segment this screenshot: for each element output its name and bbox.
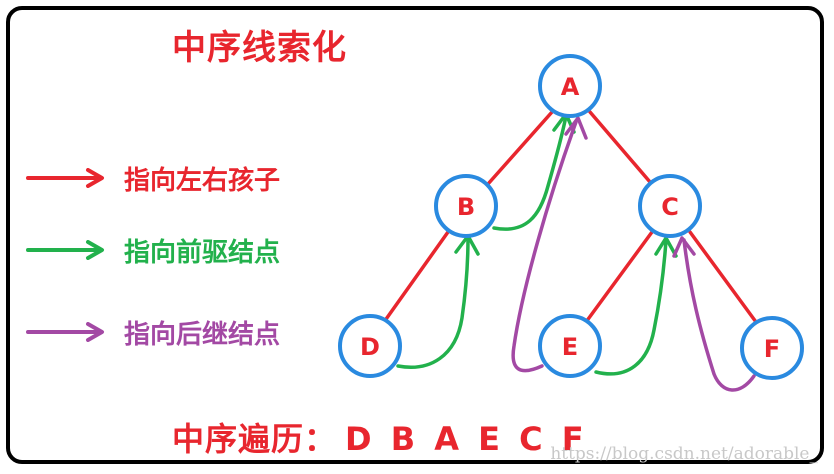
node-d: D [338,314,402,378]
node-b-circle [434,174,498,238]
thread-d-to-b [396,236,470,369]
legend-label-predecessor: 指向前驱结点 [124,237,281,268]
node-f-circle [740,316,804,380]
traversal-result: 中序遍历：D B A E C F [172,414,585,460]
legend-label-child: 指向左右孩子 [124,165,281,196]
arrowhead-e-to-a [564,116,588,140]
legend-item-successor: 指向后继结点 [26,312,280,352]
node-a: A [538,54,602,118]
child-edges [382,110,758,324]
node-d-circle [338,314,402,378]
thread-e-to-a [511,120,578,373]
diagram-title: 中序线索化 [172,28,347,68]
legend-item-predecessor: 指向前驱结点 [26,230,280,270]
thread-f-to-c [682,238,756,392]
node-f-label: F [764,335,780,363]
node-e: E [538,314,602,378]
green-arrow-icon [26,240,104,260]
node-b: B [434,174,498,238]
traversal-sequence: D B A E C F [345,420,585,458]
watermark: https://blog.csdn.net/adorable_ [550,444,818,464]
node-a-circle [538,54,602,118]
node-e-circle [538,314,602,378]
node-c-label: C [661,193,679,221]
thread-e-to-c [594,238,668,376]
legend-item-child: 指向左右孩子 [26,158,280,198]
red-arrow-icon [26,168,104,188]
node-e-label: E [562,333,578,361]
node-f: F [740,316,804,380]
node-a-label: A [561,73,580,101]
node-b-label: B [457,193,475,221]
node-c: C [638,174,702,238]
arrowhead-f-to-c [672,236,696,258]
node-d-label: D [360,333,380,361]
node-c-circle [638,174,702,238]
edge-c-e [584,230,654,324]
thread-b-to-a [492,114,568,231]
edge-c-f [688,230,758,324]
edge-a-c [588,110,652,184]
traversal-label: 中序遍历： [172,420,338,458]
diagram-frame [6,6,824,464]
edge-b-d [382,230,450,324]
edge-a-b [486,110,554,186]
successor-threads [511,116,756,392]
purple-arrow-icon [26,322,104,342]
legend-label-successor: 指向后继结点 [124,319,281,350]
tree-nodes: A B C D E F [338,54,804,380]
arrowhead-e-to-c [654,236,678,258]
